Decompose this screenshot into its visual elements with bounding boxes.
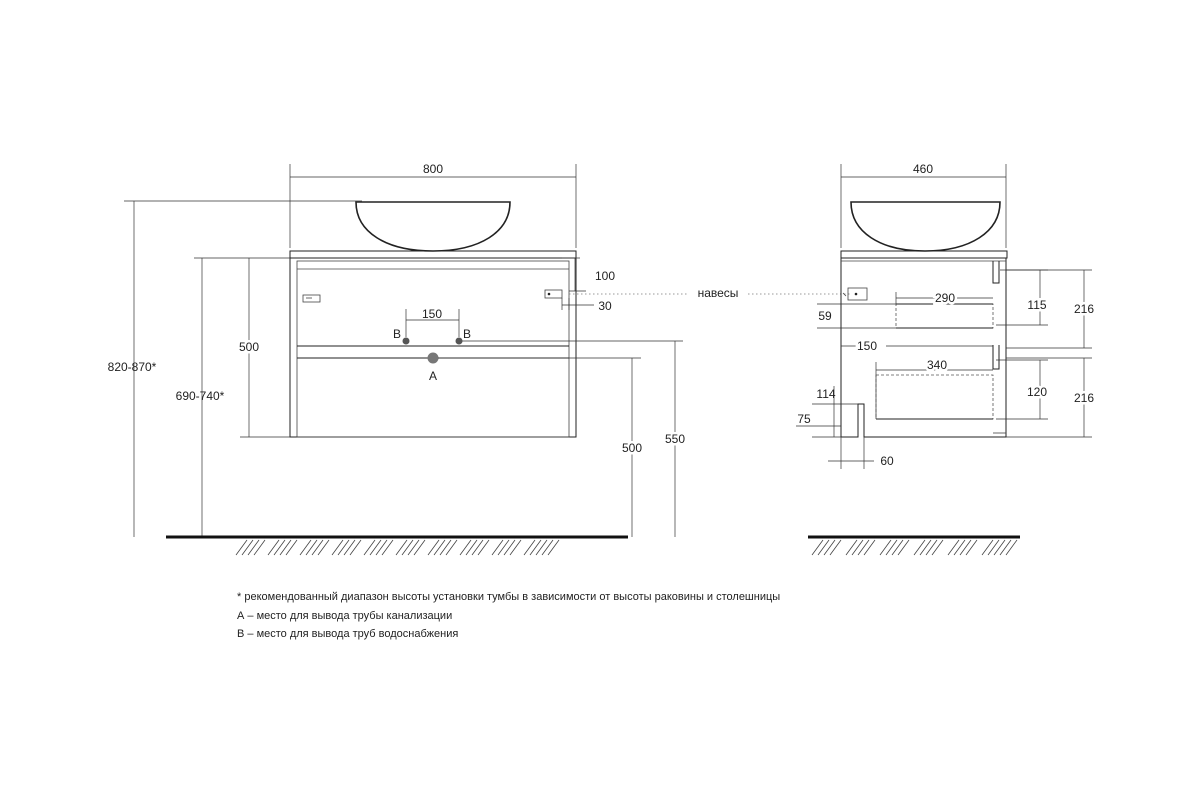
upper-drawer-box — [895, 303, 994, 329]
dim-lower-section: 216 — [1074, 391, 1094, 405]
dim-hinge-offset: 30 — [598, 299, 612, 313]
dim-depth-460: 460 — [913, 162, 933, 176]
supply-outlet-right — [455, 337, 463, 345]
side-countertop — [840, 250, 1008, 259]
side-basin — [850, 201, 1001, 252]
dim-plinth-height: 114 — [816, 387, 835, 401]
label-a: A — [429, 369, 437, 383]
dim-upper-offset: 59 — [818, 309, 832, 323]
label-b-right: B — [463, 327, 471, 341]
label-b-left: B — [393, 327, 401, 341]
dim-total-height: 820-870* — [108, 360, 157, 374]
dim-drawer-offset: 100 — [595, 269, 615, 283]
side-floor-hatch — [811, 539, 1018, 556]
front-cabinet — [289, 257, 577, 438]
front-view: 800 820-870* 690-740* 500 100 30 150 B B… — [108, 162, 688, 556]
dim-upper-drawer-depth: 290 — [935, 291, 955, 305]
front-hinge-right — [544, 289, 563, 299]
dim-plinth-depth: 60 — [880, 454, 894, 468]
dim-lower-offset: 150 — [857, 339, 877, 353]
dim-plinth-inner: 75 — [797, 412, 811, 426]
dim-lower-drawer-depth: 340 — [927, 358, 947, 372]
side-cabinet — [840, 257, 1007, 438]
dim-upper-drawer-height: 115 — [1027, 298, 1046, 312]
hinges-label: навесы — [698, 286, 739, 300]
footnote-supply: B – место для вывода труб водоснабжения — [237, 628, 459, 640]
front-floor-hatch — [235, 539, 560, 556]
dim-lower-drawer-height: 120 — [1027, 385, 1047, 399]
dim-drain-height: 500 — [622, 441, 642, 455]
dim-cabinet-height: 500 — [239, 340, 259, 354]
dim-width-800: 800 — [423, 162, 443, 176]
side-hinge — [847, 287, 868, 301]
supply-outlet-left — [402, 337, 410, 345]
lower-drawer-box — [875, 374, 994, 420]
footnote-height-range: * рекомендованный диапазон высоты устано… — [237, 591, 781, 603]
front-countertop — [289, 250, 577, 259]
drain-outlet — [427, 352, 439, 364]
front-hinge-left — [302, 294, 321, 303]
dim-upper-section: 216 — [1074, 302, 1094, 316]
dim-supply-spacing: 150 — [422, 307, 442, 321]
dim-supply-height: 550 — [665, 432, 685, 446]
side-view: 460 290 115 216 59 150 340 120 — [796, 162, 1097, 556]
footnotes: * рекомендованный диапазон высоты устано… — [237, 588, 780, 644]
footnote-drain: А – место для вывода трубы канализации — [237, 609, 453, 622]
dim-cabinet-height-range: 690-740* — [176, 389, 225, 403]
front-basin — [355, 201, 511, 252]
